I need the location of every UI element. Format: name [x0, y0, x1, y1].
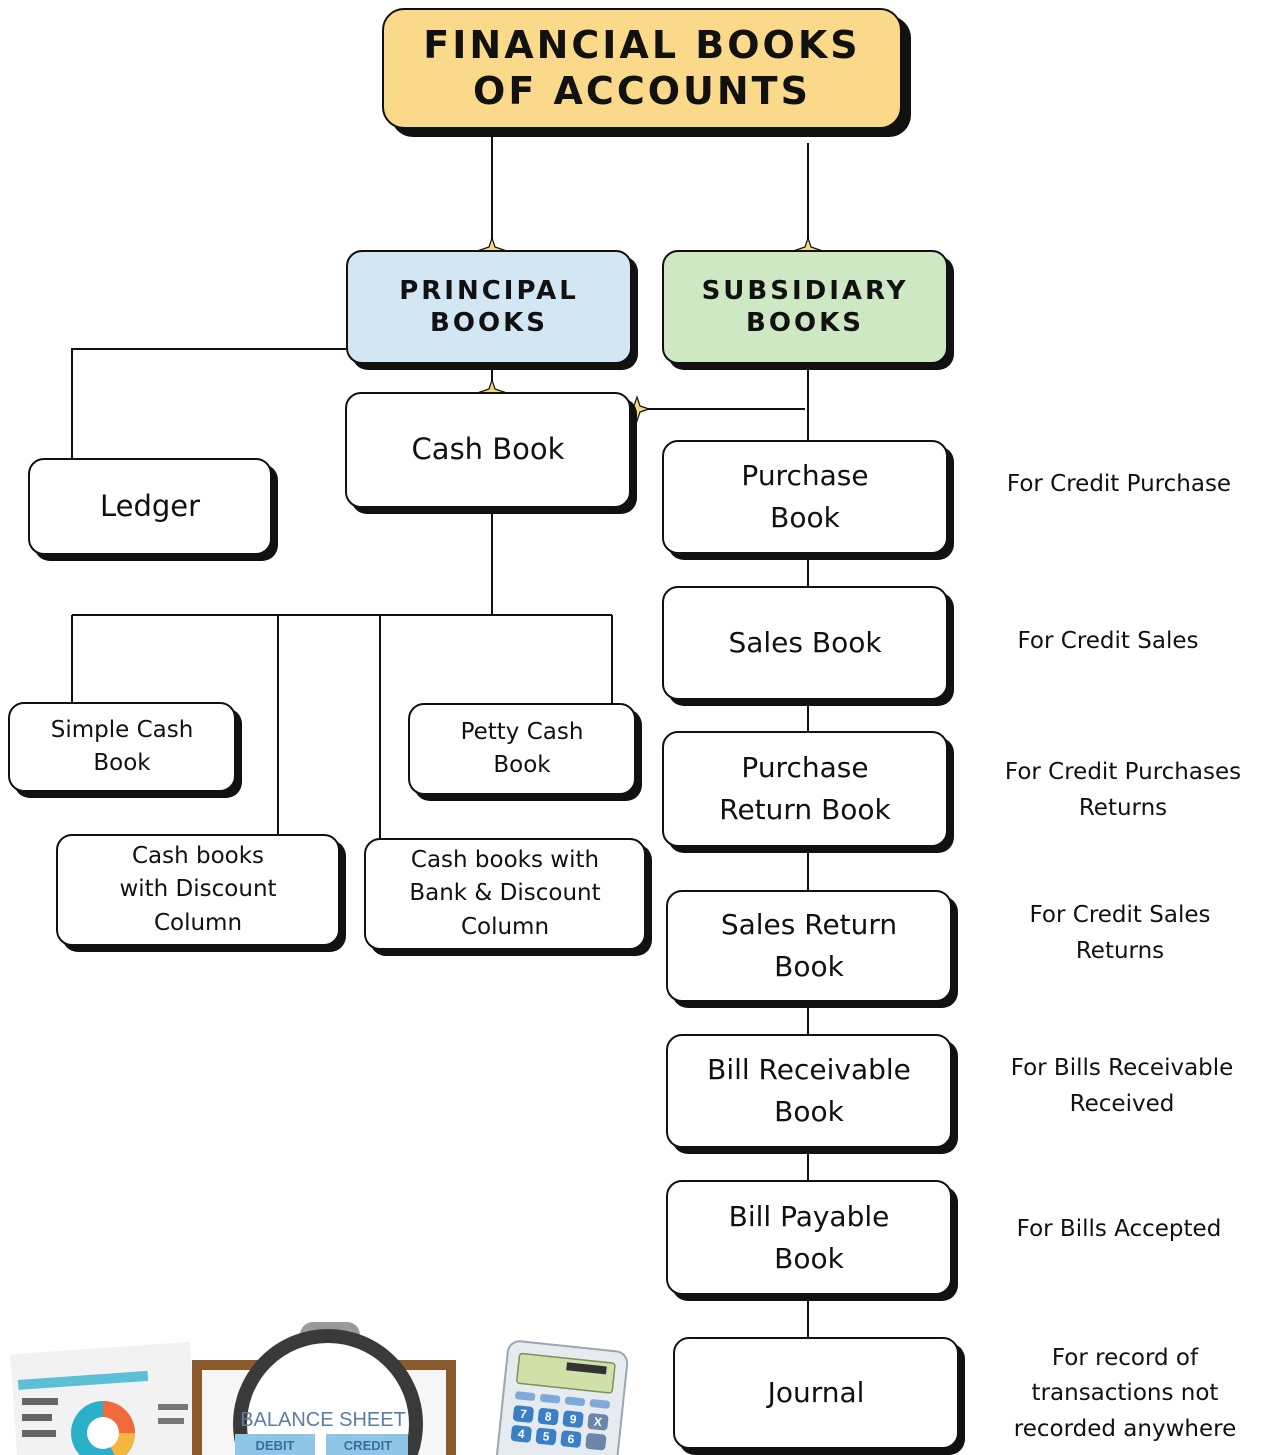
bill-payable-book-label: Bill Payable Book: [728, 1199, 890, 1275]
journal-label: Journal: [767, 1375, 865, 1409]
connector-star-icon: [623, 395, 651, 423]
purchase-return-book-description: For Credit Purchases Returns: [1004, 759, 1242, 821]
sales-return-book-description: For Credit Sales Returns: [1029, 902, 1211, 964]
simple-cash-book-label: Simple Cash Book: [50, 716, 194, 776]
bill-receivable-book-description: For Bills Receivable Received: [1010, 1055, 1234, 1117]
bank-discount-cash-book-node: Cash books with Bank & Discount Column: [364, 838, 646, 950]
calc-key: X: [593, 1414, 602, 1429]
cash-book-label: Cash Book: [411, 432, 565, 466]
calc-key: 6: [567, 1432, 575, 1447]
purchase-return-book-node: Purchase Return Book: [662, 731, 948, 847]
debit-text: DEBIT: [256, 1438, 295, 1453]
subsidiary-books-label: SUBSIDIARY BOOKS: [701, 275, 909, 339]
ledger-node: Ledger: [28, 458, 272, 555]
purchase-return-book-label: Purchase Return Book: [719, 751, 891, 826]
balance-sheet-text: BALANCE SHEET: [240, 1409, 406, 1431]
sales-return-book-node: Sales Return Book: [666, 890, 952, 1002]
bill-receivable-book-label: Bill Receivable Book: [707, 1053, 911, 1128]
cash-book-node: Cash Book: [345, 392, 631, 508]
credit-text: CREDIT: [344, 1438, 392, 1453]
calculator-illustration: 7 8 9 X 4 5 6: [493, 1340, 629, 1455]
magnifier-illustration: BALANCE SHEET DEBIT CREDIT: [192, 1322, 456, 1455]
calc-key: 9: [569, 1412, 577, 1427]
sales-book-node: Sales Book: [662, 586, 948, 700]
page-title: FINANCIAL BOOKS OF ACCOUNTS: [382, 8, 902, 129]
bill-payable-book-description: For Bills Accepted: [1016, 1216, 1222, 1243]
ledger-label: Ledger: [99, 488, 201, 523]
calc-key: 7: [519, 1407, 527, 1422]
bank-discount-cash-book-label: Cash books with Bank & Discount Column: [409, 846, 601, 940]
principal-books-label: PRINCIPAL BOOKS: [399, 275, 579, 339]
sales-return-book-label: Sales Return Book: [720, 908, 898, 983]
calc-key: 4: [517, 1427, 525, 1442]
calc-key: 8: [544, 1409, 552, 1424]
sales-book-description: For Credit Sales: [1017, 628, 1199, 655]
page-title-text: FINANCIAL BOOKS OF ACCOUNTS: [423, 22, 861, 113]
principal-books-node: PRINCIPAL BOOKS: [346, 250, 632, 364]
purchase-book-description: For Credit Purchase: [1006, 471, 1232, 498]
simple-cash-book-node: Simple Cash Book: [8, 702, 236, 792]
bill-receivable-book-node: Bill Receivable Book: [666, 1034, 952, 1148]
purchase-book-node: Purchase Book: [662, 440, 948, 554]
report-illustration: [10, 1341, 198, 1455]
sales-book-label: Sales Book: [728, 625, 882, 659]
petty-cash-book-label: Petty Cash Book: [460, 718, 584, 778]
journal-description: For record of transactions not recorded …: [1013, 1344, 1237, 1442]
journal-node: Journal: [673, 1337, 959, 1449]
calc-key: 5: [542, 1429, 550, 1444]
purchase-book-label: Purchase Book: [741, 459, 869, 534]
subsidiary-books-node: SUBSIDIARY BOOKS: [662, 250, 948, 364]
discount-cash-book-node: Cash books with Discount Column: [56, 834, 340, 946]
bill-payable-book-node: Bill Payable Book: [666, 1180, 952, 1295]
discount-cash-book-label: Cash books with Discount Column: [119, 842, 277, 936]
petty-cash-book-node: Petty Cash Book: [408, 703, 636, 795]
